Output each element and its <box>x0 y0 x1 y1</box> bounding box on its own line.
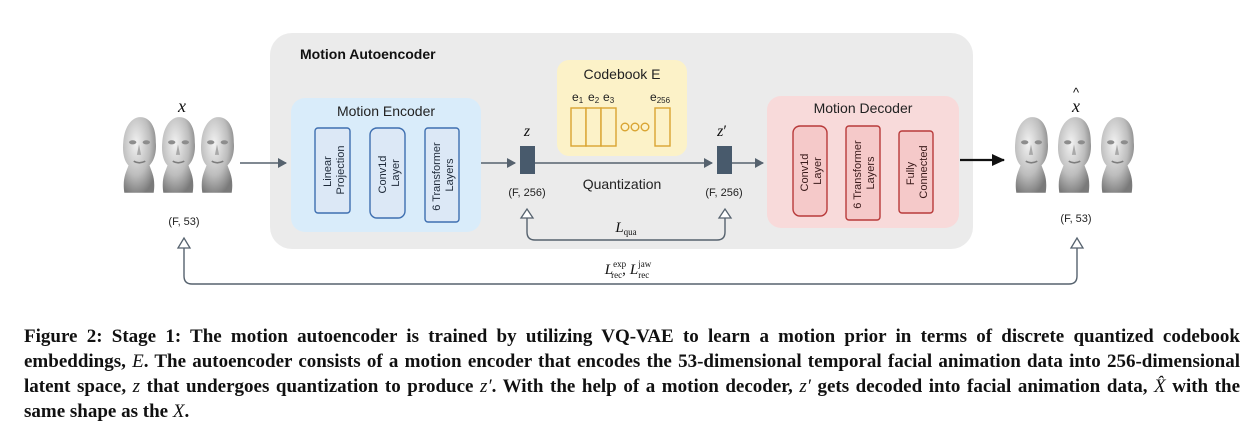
latent-zq-bar <box>717 146 732 174</box>
svg-text:6 Transformer Layers: 6 Transformer Layers <box>431 139 456 211</box>
caption-text-6: . <box>184 401 190 422</box>
caption-label: Figure 2: Stage 1: The motion autoencode… <box>24 326 1240 372</box>
caption-math-E: E <box>132 351 144 372</box>
figure-caption: Figure 2: Stage 1: The motion autoencode… <box>24 324 1240 424</box>
latent-zq-symbol: z′ <box>716 123 727 140</box>
svg-text:e1: e1 <box>572 90 584 105</box>
svg-text:Linear Projection: Linear Projection <box>322 146 347 195</box>
svg-text:Conv1d Layer: Conv1d Layer <box>799 151 824 192</box>
svg-text:e256: e256 <box>650 90 671 105</box>
caption-text-3: . With the help of a motion decoder, <box>491 376 793 397</box>
svg-text:Fully Connected: Fully Connected <box>905 145 930 198</box>
output-face-meshes <box>1014 116 1135 194</box>
svg-text:e2: e2 <box>588 90 600 105</box>
decoder-layer-conv1d: Conv1d Layer <box>792 125 828 217</box>
latent-z-bar <box>520 146 535 174</box>
caption-math-zq-2: z′ <box>799 376 811 397</box>
output-hat: ^ <box>1073 85 1080 100</box>
encoder-layer-transformer: 6 Transformer Layers <box>424 127 460 223</box>
autoencoder-title: Motion Autoencoder <box>300 46 436 62</box>
latent-z-shape: (F, 256) <box>508 187 545 199</box>
caption-math-zq: z′ <box>480 376 492 397</box>
quantization-label: Quantization <box>583 176 662 192</box>
figure-diagram: Motion Autoencoder Motion Encoder Linear… <box>122 33 1135 285</box>
loss-qua-bracket <box>526 212 726 241</box>
loss-rec-bracket <box>183 242 1078 285</box>
caption-math-x: X <box>172 401 185 422</box>
output-shape: (F, 53) <box>1060 213 1091 225</box>
output-symbol: x <box>1071 96 1080 116</box>
encoder-layer-conv1d: Conv1d Layer <box>369 127 406 219</box>
decoder-title: Motion Decoder <box>814 100 913 116</box>
codebook-embedding-cells <box>570 107 671 147</box>
input-shape: (F, 53) <box>168 216 199 228</box>
caption-text-4: gets decoded into facial animation data, <box>817 376 1148 397</box>
latent-zq-shape: (F, 256) <box>705 187 742 199</box>
caption-text-1: . The autoencoder consists of a motion e… <box>24 351 1240 397</box>
input-face-meshes <box>122 116 235 194</box>
codebook-title: Codebook E <box>583 66 660 82</box>
caption-math-z: z <box>132 376 141 397</box>
input-symbol: x <box>177 96 186 116</box>
svg-text:Conv1d Layer: Conv1d Layer <box>377 153 402 194</box>
caption-text-2: that undergoes quantization to produce <box>146 376 474 397</box>
decoder-layer-fully-connected: Fully Connected <box>898 130 934 214</box>
decoder-layer-transformer: 6 Transformer Layers <box>845 125 881 221</box>
encoder-title: Motion Encoder <box>337 103 435 119</box>
codebook-embedding-labels: e1 e2 e3 e256 <box>572 90 671 105</box>
caption-text-5: with the same shape as the <box>24 376 1241 422</box>
svg-text:6 Transformer Layers: 6 Transformer Layers <box>852 137 877 209</box>
svg-text:e3: e3 <box>603 90 615 105</box>
latent-z-symbol: z <box>523 123 531 140</box>
loss-qua-label: Lqua <box>614 220 636 237</box>
encoder-layer-linear-projection: Linear Projection <box>314 127 351 214</box>
caption-math-xhat: X̂ <box>1154 376 1166 397</box>
